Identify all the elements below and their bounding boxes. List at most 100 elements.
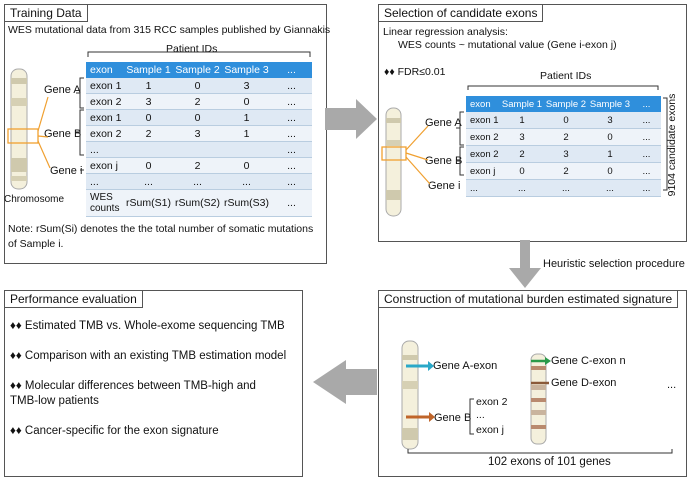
table-cell: exon 1 [466, 112, 500, 129]
chromosome-label: Chromosome [4, 194, 65, 205]
table-cell: 3 [500, 128, 544, 146]
selection-title: Selection of candidate exons [378, 4, 544, 22]
table-cell: rSum(S1) [124, 189, 173, 217]
table-row: ...... [86, 141, 312, 158]
table-cell: ... [271, 157, 312, 174]
fdr-threshold: ♦♦ FDR≤0.01 [384, 66, 446, 78]
table-cell: 2 [500, 145, 544, 163]
table-cell: ... [271, 189, 312, 217]
header-exon: exon [86, 62, 124, 78]
signature-ellipsis: ... [667, 379, 677, 391]
table-cell: 1 [124, 78, 173, 94]
sel-gene-i-label: Gene i [428, 180, 461, 192]
table-cell: exon 1 [86, 78, 124, 94]
table-cell: 0 [544, 112, 588, 129]
arrow-down-1 [509, 240, 541, 288]
gene-d-exon-label: Gene D-exon [551, 377, 617, 389]
header-sample-1: Sample 1 [124, 62, 173, 78]
table-cell: 0 [173, 109, 222, 126]
performance-panel [4, 290, 303, 477]
performance-title: Performance evaluation [4, 290, 143, 308]
gene-c-exon-label: Gene C-exon n [551, 355, 626, 367]
sig-gene-b-label: Gene B [434, 412, 472, 424]
heuristic-selection-label: Heuristic selection procedure [543, 258, 685, 270]
table-cell: 0 [124, 157, 173, 174]
sel-gene-b-label: Gene B [425, 155, 463, 167]
table-cell: rSum(S3) [222, 189, 271, 217]
table-cell: ... [632, 162, 661, 180]
gene-b-label: Gene B [44, 128, 82, 140]
performance-item-2: ♦♦ Comparison with an existing TMB estim… [10, 350, 287, 362]
signature-summary: 102 exons of 101 genes [488, 456, 611, 468]
selection-table: exon Sample 1 Sample 2 Sample 3 ... exon… [466, 96, 661, 197]
training-data-subtitle: WES mutational data from 315 RCC samples… [8, 24, 331, 36]
table-cell: rSum(S2) [173, 189, 222, 217]
training-patient-ids-label: Patient IDs [166, 43, 218, 55]
gene-i-label: Gene i [50, 165, 83, 177]
gene-a-label: Gene A [44, 84, 81, 96]
gene-a-exon-label: Gene A-exon [433, 360, 498, 372]
table-cell: 1 [500, 112, 544, 129]
table-cell: exon 1 [86, 109, 124, 126]
table-cell: 1 [222, 109, 271, 126]
table-cell [173, 141, 222, 158]
table-cell: 1 [222, 125, 271, 142]
table-cell: 3 [544, 145, 588, 163]
table-cell [222, 141, 271, 158]
table-cell: 2 [124, 125, 173, 142]
table-cell: ... [632, 145, 661, 163]
table-cell: ... [271, 78, 312, 94]
table-cell: 0 [500, 162, 544, 180]
sig-exon-2-label: exon 2 [476, 396, 508, 408]
header-sample-1: Sample 1 [500, 96, 544, 112]
table-cell: exon 2 [86, 93, 124, 110]
performance-item-1: ♦♦ Estimated TMB vs. Whole-exome sequenc… [10, 320, 285, 332]
selection-line-2: WES counts ~ mutational value (Gene i-ex… [398, 39, 617, 51]
table-cell: 0 [222, 93, 271, 110]
table-cell [124, 141, 173, 158]
performance-item-3-cont: TMB-low patients [10, 395, 99, 407]
table-cell: 2 [544, 128, 588, 146]
table-cell: 3 [222, 78, 271, 94]
table-cell: ... [632, 179, 661, 197]
header-exon: exon [466, 96, 500, 112]
table-cell: ... [588, 179, 632, 197]
sel-gene-a-label: Gene A [425, 117, 462, 129]
table-cell: 2 [173, 93, 222, 110]
header-more: ... [632, 96, 661, 112]
table-cell: ... [86, 173, 124, 190]
training-table: exon Sample 1 Sample 2 Sample 3 ... exon… [86, 62, 312, 217]
table-cell: 2 [544, 162, 588, 180]
table-cell: 3 [124, 93, 173, 110]
note-line-2: of Sample i. [8, 238, 64, 250]
table-cell: 0 [124, 109, 173, 126]
table-cell: 3 [173, 125, 222, 142]
table-cell: ... [632, 112, 661, 129]
table-row: ............... [466, 179, 661, 197]
table-cell: 0 [588, 128, 632, 146]
training-data-title: Training Data [4, 4, 88, 22]
table-cell: ... [271, 173, 312, 190]
header-sample-2: Sample 2 [173, 62, 222, 78]
table-cell: 0 [173, 78, 222, 94]
selection-line-1: Linear regression analysis: [383, 26, 508, 38]
table-cell: exon j [466, 162, 500, 180]
signature-title: Construction of mutational burden estima… [378, 290, 679, 308]
arrow-left-1 [313, 360, 377, 404]
table-cell: 0 [222, 157, 271, 174]
signature-panel [378, 290, 687, 477]
table-cell: ... [271, 141, 312, 158]
candidate-exons-count: 9104 candidate exons [666, 93, 678, 197]
table-cell: ... [173, 173, 222, 190]
table-cell: ... [124, 173, 173, 190]
header-sample-3: Sample 3 [588, 96, 632, 112]
